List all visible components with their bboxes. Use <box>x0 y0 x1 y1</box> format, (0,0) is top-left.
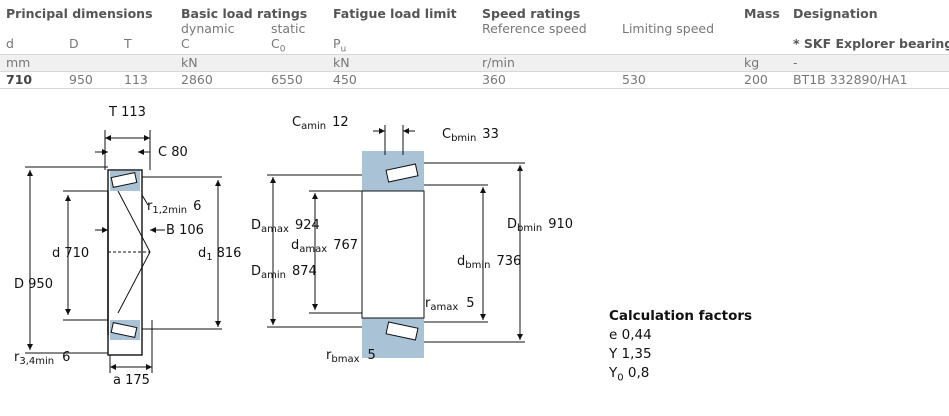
value-T: 113 <box>124 72 148 87</box>
symbol-C: C <box>181 36 190 51</box>
unit-kg: kg <box>744 55 760 70</box>
header-speed-ratings: Speed ratings <box>482 6 581 21</box>
header-principal-dimensions: Principal dimensions <box>6 6 153 21</box>
subhead-limiting-speed: Limiting speed <box>622 21 715 36</box>
subhead-skf-explorer-note: * SKF Explorer bearing <box>793 36 949 51</box>
value-mass: 200 <box>744 72 768 87</box>
value-C0: 6550 <box>271 72 303 87</box>
value-reference-speed: 360 <box>482 72 506 87</box>
calc-factor-Y: Y 1,35 <box>609 346 652 362</box>
value-limiting-speed: 530 <box>622 72 646 87</box>
calc-factors-title: Calculation factors <box>609 308 753 324</box>
value-designation: BT1B 332890/HA1 <box>793 72 908 87</box>
subhead-reference-speed: Reference speed <box>482 21 587 36</box>
header-fatigue-load-limit: Fatigue load limit <box>333 6 457 21</box>
header-divider <box>0 54 949 55</box>
roller-top <box>110 171 140 191</box>
header-mass: Mass <box>744 6 780 21</box>
header-designation: Designation <box>793 6 878 21</box>
symbol-d: d <box>6 36 14 51</box>
header-basic-load-ratings: Basic load ratings <box>181 6 308 21</box>
row-divider <box>0 88 949 89</box>
value-d: 710 <box>6 72 33 87</box>
unit-rpm: r/min <box>482 55 515 70</box>
roller-bottom <box>110 320 140 340</box>
unit-mm: mm <box>6 55 31 70</box>
svg-text:a 175: a 175 <box>113 373 150 388</box>
units-divider <box>0 71 949 72</box>
svg-text:C 80: C 80 <box>158 145 188 160</box>
unit-designation: - <box>793 55 798 70</box>
calc-factor-e: e 0,44 <box>609 327 652 343</box>
svg-text:d 710: d 710 <box>52 246 89 261</box>
svg-text:T 113: T 113 <box>108 105 146 120</box>
svg-text:B 106: B 106 <box>166 223 204 238</box>
symbol-T: T <box>124 36 132 51</box>
symbol-Pu: Pu <box>333 36 347 55</box>
value-Pu: 450 <box>333 72 357 87</box>
unit-band <box>0 55 949 71</box>
symbol-C0: C0 <box>271 36 286 55</box>
symbol-D: D <box>69 36 79 51</box>
subhead-static: static <box>271 21 306 36</box>
unit-kN-fatigue: kN <box>333 55 350 70</box>
unit-kN-loads: kN <box>181 55 198 70</box>
subhead-dynamic: dynamic <box>181 21 235 36</box>
value-C: 2860 <box>181 72 213 87</box>
calc-factor-Y0: Y0 0,8 <box>609 365 650 384</box>
value-D: 950 <box>69 72 93 87</box>
svg-text:D 950: D 950 <box>14 277 53 292</box>
